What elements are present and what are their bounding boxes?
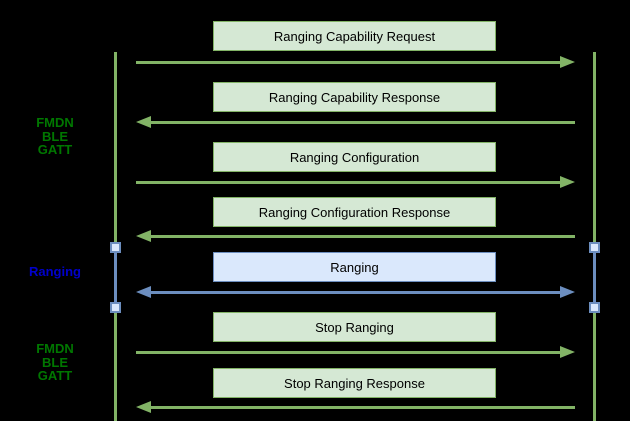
ranging-endpoint-square xyxy=(589,242,600,253)
arrowhead-right-icon xyxy=(560,286,575,298)
message-box: Ranging Configuration Response xyxy=(213,197,496,227)
message-arrow xyxy=(151,234,575,238)
message-box: Ranging Configuration xyxy=(213,142,496,172)
ranging-endpoint-square xyxy=(589,302,600,313)
arrowhead-right-icon xyxy=(560,56,575,68)
ranging-endpoint-square xyxy=(110,302,121,313)
right-lifeline xyxy=(593,52,596,421)
phase-label-fmdn-ble-gatt-bottom: FMDN BLE GATT xyxy=(36,341,74,383)
phase-label-fmdn-ble-gatt-top: FMDN BLE GATT xyxy=(36,115,74,157)
message-arrow xyxy=(136,180,560,184)
arrowhead-left-icon xyxy=(136,230,151,242)
arrowhead-left-icon xyxy=(136,286,151,298)
ranging-segment-left xyxy=(114,247,117,309)
ranging-endpoint-square xyxy=(110,242,121,253)
message-arrow xyxy=(136,350,560,354)
message-label: Stop Ranging Response xyxy=(284,375,425,391)
left-lifeline xyxy=(114,52,117,421)
message-label: Ranging Configuration Response xyxy=(258,204,451,220)
arrowhead-right-icon xyxy=(560,346,575,358)
message-label: Stop Ranging xyxy=(315,319,394,335)
message-label: Ranging Configuration xyxy=(289,149,420,165)
arrowhead-left-icon xyxy=(136,401,151,413)
message-box: Ranging xyxy=(213,252,496,282)
message-arrow xyxy=(151,120,575,124)
message-label: Ranging xyxy=(330,259,379,275)
message-box: Ranging Capability Response xyxy=(213,82,496,112)
message-arrow xyxy=(136,60,560,64)
message-arrow xyxy=(151,290,560,294)
phase-label-ranging: Ranging xyxy=(29,264,81,279)
message-box: Stop Ranging xyxy=(213,312,496,342)
message-label: Ranging Capability Request xyxy=(273,28,436,44)
message-arrow xyxy=(151,405,575,409)
message-label: Ranging Capability Response xyxy=(268,89,441,105)
ranging-segment-right xyxy=(593,247,596,309)
arrowhead-left-icon xyxy=(136,116,151,128)
message-box: Ranging Capability Request xyxy=(213,21,496,51)
arrowhead-right-icon xyxy=(560,176,575,188)
message-box: Stop Ranging Response xyxy=(213,368,496,398)
